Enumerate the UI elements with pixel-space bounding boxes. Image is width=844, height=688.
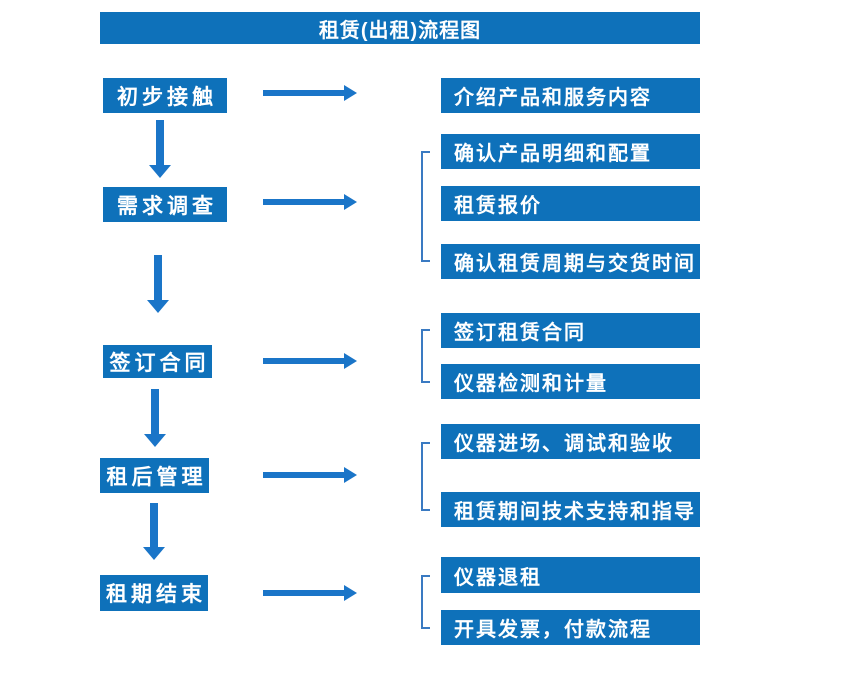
step-box-post-rental-management: 租后管理 bbox=[100, 458, 209, 493]
arrow-right-connector bbox=[263, 85, 357, 101]
arrow-stem bbox=[263, 590, 345, 596]
group-bracket bbox=[421, 329, 430, 383]
output-box: 确认产品明细和配置 bbox=[441, 134, 700, 169]
step-box-initial-contact: 初步接触 bbox=[103, 78, 227, 113]
arrow-head bbox=[143, 547, 165, 560]
arrow-right-connector bbox=[263, 585, 357, 601]
arrow-stem bbox=[263, 199, 345, 205]
arrow-down-connector bbox=[144, 389, 166, 447]
arrow-stem bbox=[263, 358, 345, 364]
group-bracket bbox=[421, 575, 430, 629]
group-bracket bbox=[421, 442, 430, 511]
arrow-down-connector bbox=[147, 255, 169, 313]
arrow-head bbox=[144, 434, 166, 447]
output-box: 仪器退租 bbox=[441, 557, 700, 593]
step-box-sign-contract: 签订合同 bbox=[103, 345, 212, 378]
arrow-head bbox=[344, 467, 357, 483]
arrow-stem bbox=[151, 389, 159, 434]
arrow-head bbox=[344, 194, 357, 210]
arrow-head bbox=[344, 353, 357, 369]
arrow-head bbox=[147, 300, 169, 313]
arrow-stem bbox=[263, 90, 345, 96]
output-box: 仪器检测和计量 bbox=[441, 364, 700, 399]
step-box-demand-survey: 需求调查 bbox=[103, 187, 227, 222]
arrow-down-connector bbox=[143, 503, 165, 560]
arrow-right-connector bbox=[263, 194, 357, 210]
output-box: 介绍产品和服务内容 bbox=[441, 78, 700, 113]
group-bracket bbox=[421, 151, 430, 262]
output-box: 确认租赁周期与交货时间 bbox=[441, 244, 700, 279]
output-box: 仪器进场、调试和验收 bbox=[441, 424, 700, 459]
arrow-stem bbox=[150, 503, 158, 547]
arrow-head bbox=[344, 85, 357, 101]
arrow-right-connector bbox=[263, 353, 357, 369]
output-box: 签订租赁合同 bbox=[441, 313, 700, 348]
flowchart-title: 租赁(出租)流程图 bbox=[100, 12, 700, 44]
output-box: 开具发票，付款流程 bbox=[441, 610, 700, 645]
arrow-down-connector bbox=[149, 120, 171, 178]
output-box: 租赁期间技术支持和指导 bbox=[441, 492, 700, 527]
step-box-rental-end: 租期结束 bbox=[100, 575, 208, 611]
arrow-stem bbox=[156, 120, 164, 165]
arrow-stem bbox=[263, 472, 345, 478]
output-box: 租赁报价 bbox=[441, 186, 700, 221]
arrow-right-connector bbox=[263, 467, 357, 483]
arrow-head bbox=[149, 165, 171, 178]
arrow-head bbox=[344, 585, 357, 601]
arrow-stem bbox=[154, 255, 162, 300]
